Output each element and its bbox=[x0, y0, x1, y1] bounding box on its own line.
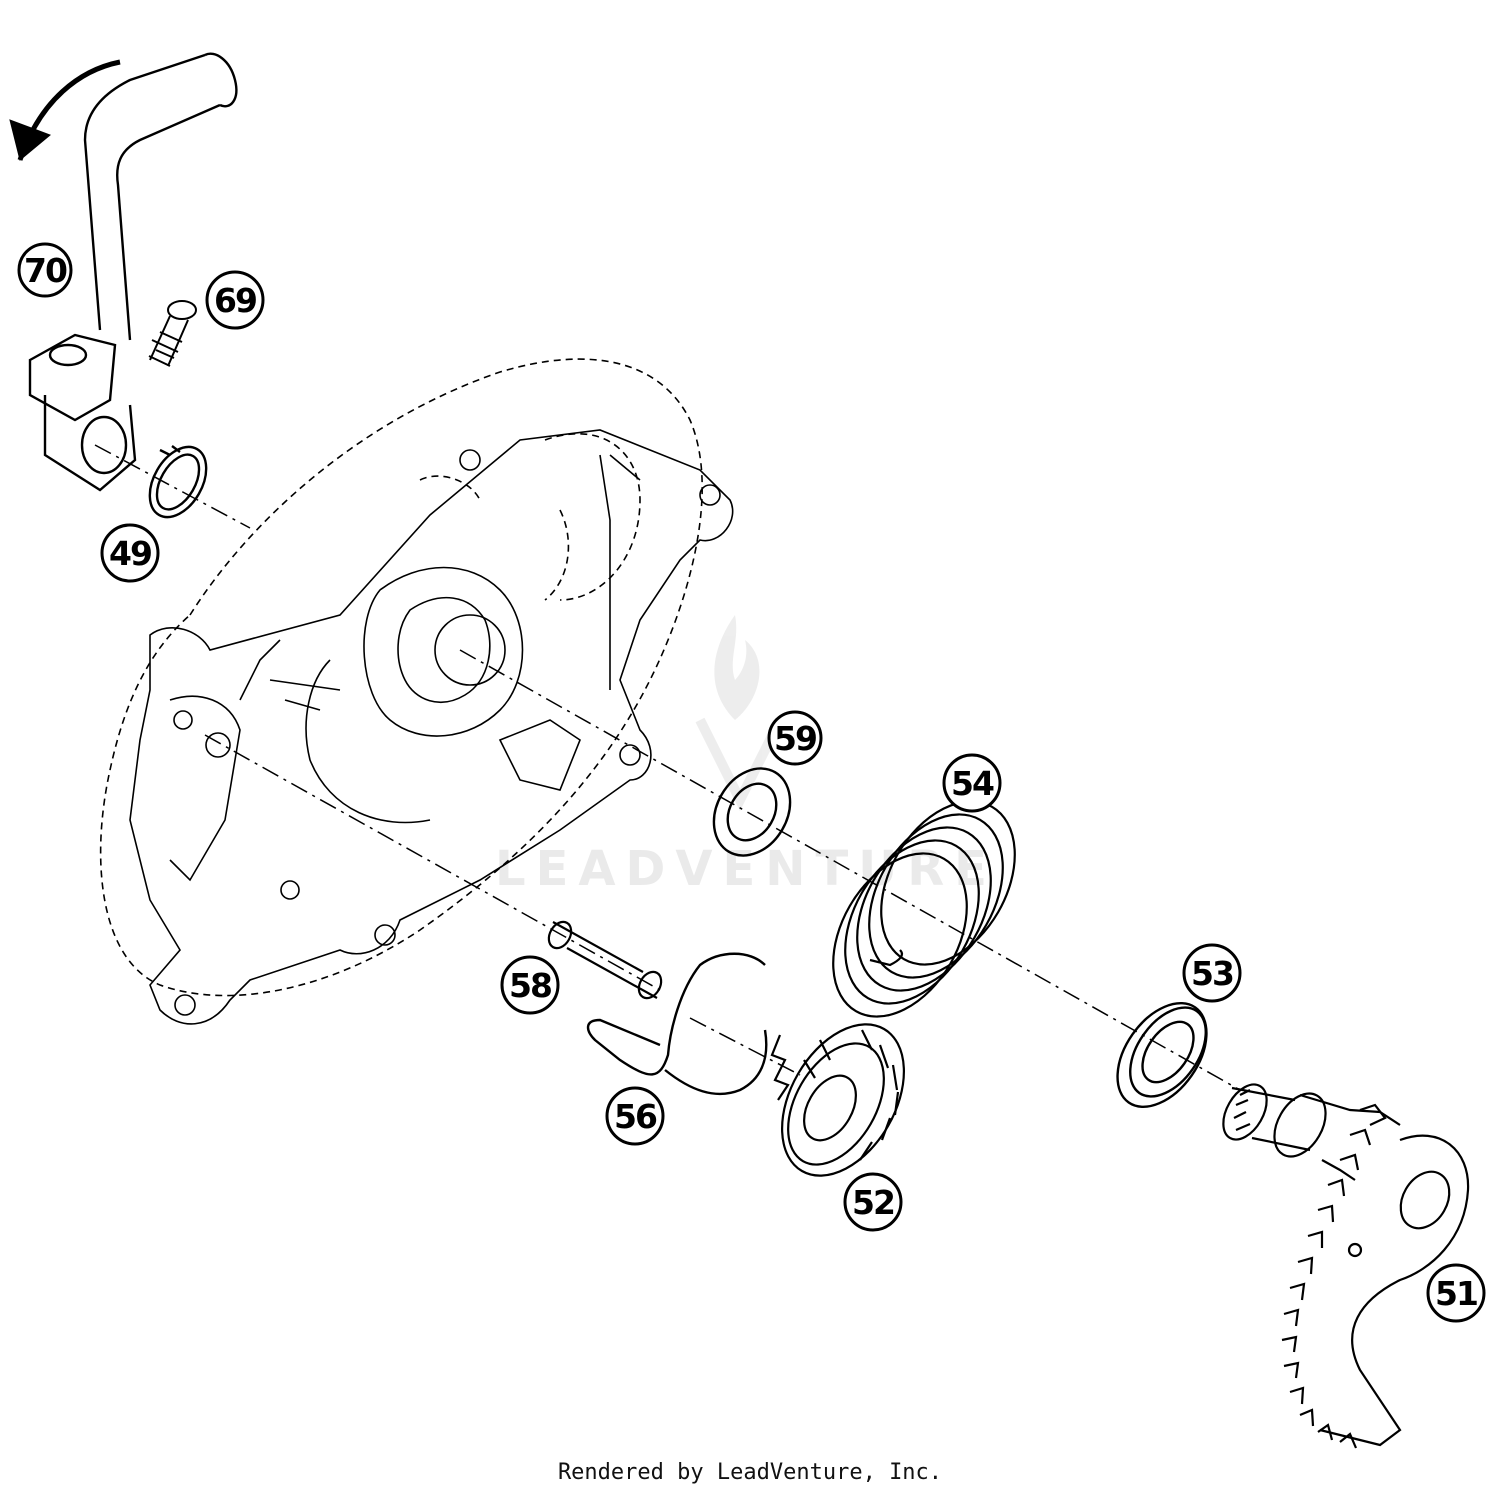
pin bbox=[547, 920, 663, 1000]
callout-49: 49 bbox=[100, 523, 160, 583]
callout-69-label: 69 bbox=[214, 281, 256, 320]
callout-70: 70 bbox=[17, 242, 73, 298]
washer-59 bbox=[712, 767, 792, 857]
callouts: 70 69 49 59 54 58 53 56 bbox=[17, 242, 1486, 1323]
callout-51-label: 51 bbox=[1435, 1274, 1477, 1313]
callout-54: 54 bbox=[942, 753, 1002, 813]
bolt bbox=[148, 300, 197, 367]
crankcase-cover bbox=[99, 358, 703, 997]
callout-54-label: 54 bbox=[951, 764, 994, 803]
callout-56-label: 56 bbox=[614, 1097, 657, 1136]
assembly-axes bbox=[94, 444, 1241, 1091]
callout-56: 56 bbox=[605, 1086, 665, 1146]
footer-credit: Rendered by LeadVenture, Inc. bbox=[557, 1460, 943, 1485]
watermark: LEADVENTURE bbox=[495, 615, 997, 897]
callout-52-label: 52 bbox=[852, 1183, 894, 1222]
washer-53 bbox=[1116, 1001, 1208, 1109]
watermark-text: LEADVENTURE bbox=[495, 841, 997, 897]
callout-49-label: 49 bbox=[109, 534, 151, 573]
circlip bbox=[148, 445, 208, 519]
callout-59-label: 59 bbox=[774, 719, 816, 758]
callout-58-label: 58 bbox=[509, 966, 551, 1005]
callout-53-label: 53 bbox=[1191, 954, 1233, 993]
callout-59: 59 bbox=[767, 710, 823, 766]
kick-spring bbox=[832, 800, 1016, 1018]
callout-58: 58 bbox=[500, 955, 560, 1015]
callout-51: 51 bbox=[1426, 1263, 1486, 1323]
kick-shaft bbox=[1222, 1083, 1470, 1449]
callout-70-label: 70 bbox=[24, 251, 67, 290]
callout-53: 53 bbox=[1182, 943, 1242, 1003]
ratchet-gear bbox=[770, 1023, 906, 1177]
callout-52: 52 bbox=[843, 1172, 903, 1232]
crankcase-outline bbox=[129, 429, 734, 1025]
callout-69: 69 bbox=[205, 270, 265, 330]
kick-start-lever bbox=[9, 52, 238, 492]
wire-spring bbox=[586, 952, 768, 1096]
